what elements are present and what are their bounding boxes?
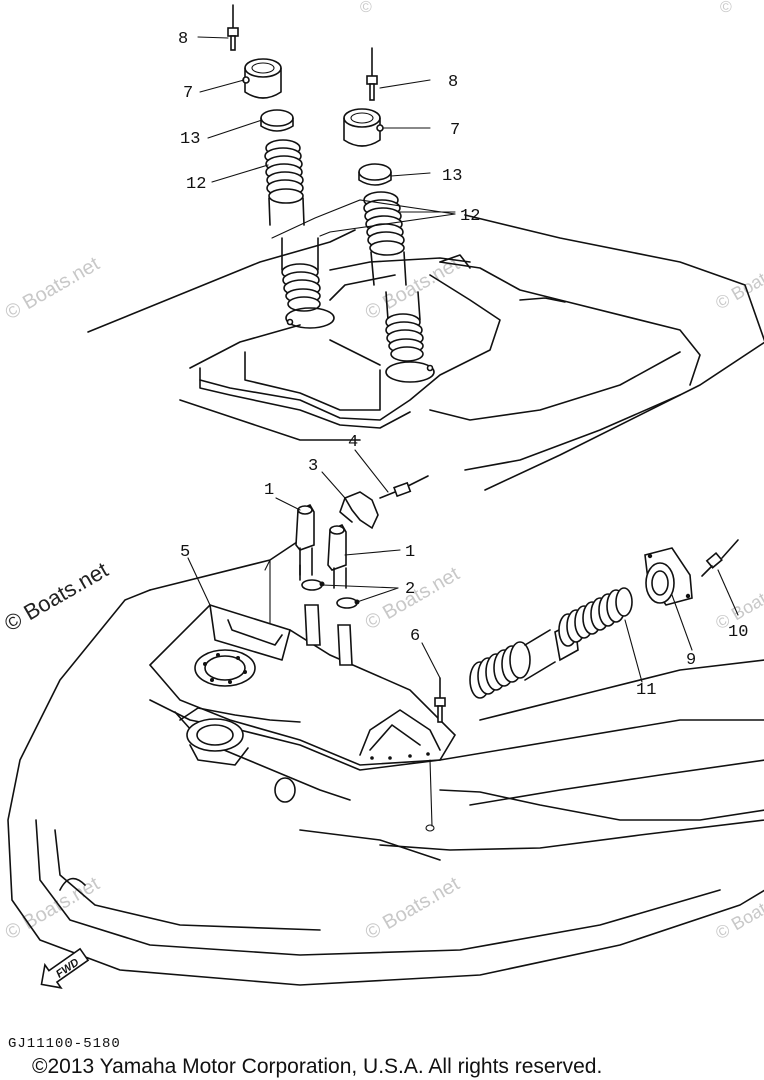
callout-4: 4 bbox=[348, 433, 358, 452]
copyright: ©2013 Yamaha Motor Corporation, U.S.A. A… bbox=[32, 1055, 602, 1078]
callout-1: 1 bbox=[405, 543, 415, 562]
part-code: GJ11100-5180 bbox=[8, 1036, 121, 1052]
callout-12: 12 bbox=[460, 207, 480, 226]
callout-8: 8 bbox=[448, 73, 458, 92]
callout-1: 1 bbox=[264, 481, 274, 500]
watermark: © Boats.net bbox=[362, 873, 464, 945]
callout-10: 10 bbox=[728, 623, 748, 642]
callout-2: 2 bbox=[405, 580, 415, 599]
callout-13: 13 bbox=[180, 130, 200, 149]
callout-12: 12 bbox=[186, 175, 206, 194]
callout-7: 7 bbox=[183, 84, 193, 103]
watermark-dark: © Boats.net bbox=[0, 557, 112, 636]
watermark: © Boats.net bbox=[2, 253, 104, 325]
vent-hose-left bbox=[227, 4, 335, 329]
callout-5: 5 bbox=[180, 543, 190, 562]
upper-deck bbox=[87, 214, 764, 491]
watermark-top: © bbox=[720, 0, 732, 16]
callout-6: 6 bbox=[410, 627, 420, 646]
callouts: 8 7 13 12 8 7 13 12 4 3 1 1 5 2 6 9 10 1… bbox=[178, 30, 748, 700]
fwd-arrow: FWD bbox=[40, 947, 90, 989]
watermarks: © Boats.net © Boats.net © Boats.net © Bo… bbox=[2, 0, 764, 944]
watermark-top: © bbox=[360, 0, 372, 16]
vent-hose-front bbox=[434, 539, 739, 723]
callout-9: 9 bbox=[686, 651, 696, 670]
callout-7: 7 bbox=[450, 121, 460, 140]
watermark: © Boats.net bbox=[2, 873, 104, 945]
watermark: © Boats.net bbox=[712, 249, 764, 313]
leader-lines-front bbox=[187, 449, 739, 683]
leader-lines-rear bbox=[197, 36, 456, 239]
callout-3: 3 bbox=[308, 457, 318, 476]
callout-8: 8 bbox=[178, 30, 188, 49]
callout-11: 11 bbox=[636, 681, 656, 700]
callout-13: 13 bbox=[442, 167, 462, 186]
vent-hose-right bbox=[343, 47, 435, 383]
front-panel bbox=[148, 604, 457, 832]
parts-cluster-1-4 bbox=[295, 475, 429, 666]
